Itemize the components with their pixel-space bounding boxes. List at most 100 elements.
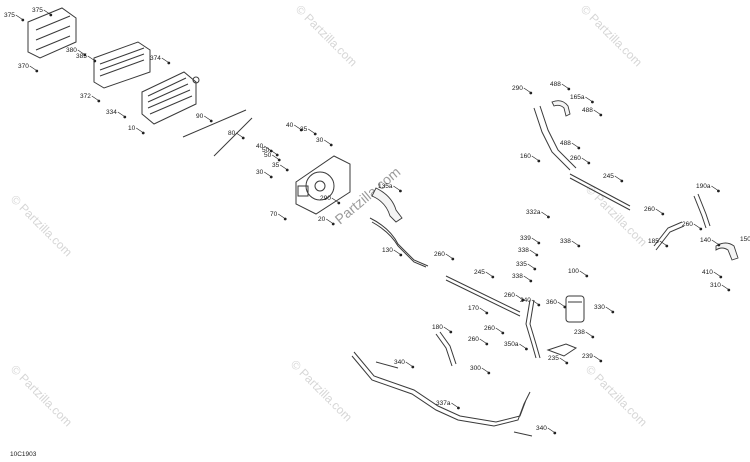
fastener-dot — [329, 143, 333, 147]
callout-label: 80 — [228, 130, 236, 137]
cooling-fan — [295, 155, 351, 215]
callout-label: 410 — [702, 269, 713, 276]
callout-label: 375 — [4, 12, 15, 19]
diagram-id: 10C1903 — [10, 451, 37, 458]
shroud-ribs — [35, 15, 71, 51]
fastener-dot — [83, 53, 87, 57]
watermark: © Partzilla.com — [578, 2, 645, 69]
fastener-dot — [299, 128, 303, 132]
fastener-dot — [591, 335, 595, 339]
callout-label: 260 — [504, 292, 515, 299]
watermark: © Partzilla.com — [8, 192, 75, 259]
fastener-dot — [585, 274, 589, 278]
callout-label: 338 — [518, 247, 529, 254]
fastener-dot — [537, 241, 541, 245]
fastener-dot — [275, 153, 279, 157]
bracket-238 — [546, 343, 578, 357]
callout-label: 488 — [560, 140, 571, 147]
fastener-dot — [331, 222, 335, 226]
callout-label: 337a — [436, 400, 451, 407]
hose-160 — [533, 105, 577, 171]
callout-label: 385 — [76, 53, 87, 60]
callout-label: 235 — [548, 355, 559, 362]
watermark: © Partzilla.com — [583, 182, 650, 249]
leader-line — [581, 157, 588, 163]
watermark: © Partzilla.com — [583, 362, 650, 429]
fastener-dot — [699, 227, 703, 231]
fastener-dot — [411, 365, 415, 369]
callout-label: 35 — [300, 126, 308, 133]
leader-line — [519, 343, 526, 349]
leader-line — [87, 55, 94, 61]
callout-label: 260 — [468, 336, 479, 343]
fastener-dot — [717, 243, 721, 247]
leader-line — [294, 124, 301, 130]
watermark: © Partzilla.com — [288, 357, 355, 424]
fastener-dot — [547, 215, 550, 219]
fastener-dot — [577, 146, 581, 150]
fastener-dot — [521, 298, 525, 302]
leader-line — [593, 355, 600, 361]
watermark-layer: © Partzilla.com © Partzilla.com © Partzi… — [8, 2, 650, 429]
leader-line — [479, 307, 486, 313]
callout-label: 165a — [570, 94, 585, 101]
callout-label: 30 — [316, 137, 324, 144]
fastener-dot — [485, 342, 489, 346]
leader-line — [29, 65, 36, 71]
fastener-dot — [337, 201, 341, 205]
callout-label: 370 — [18, 63, 29, 70]
fastener-dot — [283, 217, 287, 221]
fastener-dot — [167, 61, 171, 65]
callout-label: 170 — [468, 305, 479, 312]
callout-label: 339 — [520, 235, 531, 242]
leader-line — [15, 14, 22, 20]
leader-line — [443, 326, 450, 332]
callout-label: 372 — [80, 93, 91, 100]
callout-label: 160 — [520, 153, 531, 160]
callout-label: 375 — [32, 7, 43, 14]
bolt-line — [182, 109, 247, 138]
hose-180 — [435, 331, 457, 367]
fastener-dot — [537, 159, 541, 163]
callout-label: 35 — [272, 162, 280, 169]
fastener-dot — [529, 279, 533, 283]
leader-line — [136, 127, 143, 133]
callout-label: 330 — [594, 304, 605, 311]
hose-150 — [715, 242, 739, 261]
callout-label: 70 — [270, 211, 278, 218]
fastener-dot — [665, 244, 669, 248]
radiator — [141, 71, 200, 125]
leader-line — [161, 57, 168, 63]
fastener-dot — [525, 347, 528, 351]
callout-label: 245 — [474, 269, 485, 276]
leader-line — [77, 49, 84, 55]
leader-line — [605, 306, 612, 312]
callout-label: 10 — [128, 125, 136, 132]
leader-line — [585, 96, 592, 102]
leader-line — [614, 175, 621, 181]
fastener-dot — [35, 69, 39, 73]
leader-line — [479, 338, 486, 344]
fastener-dot — [717, 189, 720, 193]
callout-label: 50 — [262, 147, 270, 154]
leader-line — [43, 9, 50, 15]
hose-190a — [693, 193, 711, 229]
leader-line — [547, 427, 554, 433]
fastener-dot — [449, 330, 453, 334]
leader-line — [405, 361, 412, 367]
pipe-340 — [375, 361, 533, 437]
fastener-dot — [727, 288, 731, 292]
leader-line — [531, 155, 538, 161]
fastener-dot — [719, 275, 723, 279]
parts-layer — [27, 7, 739, 437]
leader-line — [272, 154, 279, 160]
leader-line — [495, 327, 502, 333]
fastener-dot — [529, 91, 533, 95]
leader-line — [531, 299, 538, 305]
fastener-dot — [141, 131, 145, 135]
leader-line — [571, 142, 578, 148]
leader-line — [585, 331, 592, 337]
leader-line — [264, 171, 271, 177]
